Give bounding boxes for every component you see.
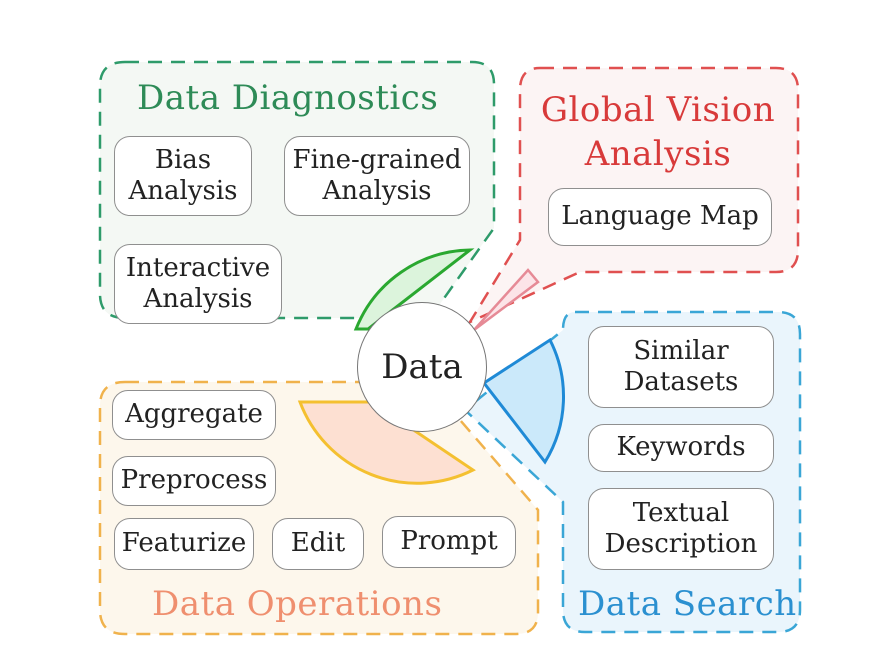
global-vision-analysis-title: Global Vision Analysis <box>540 90 776 175</box>
vision-wedge <box>473 268 540 331</box>
fine-grained-analysis-box[interactable]: Fine-grained Analysis <box>284 136 470 216</box>
operations-wedge <box>297 400 476 485</box>
keywords-box[interactable]: Keywords <box>588 424 774 472</box>
interactive-analysis-box[interactable]: Interactive Analysis <box>114 244 282 324</box>
data-search-title: Data Search <box>578 584 797 624</box>
featurize-box[interactable]: Featurize <box>114 518 254 570</box>
data-hub[interactable]: Data <box>357 302 487 432</box>
data-operations-title: Data Operations <box>152 584 443 624</box>
diagnostics-wedge <box>353 248 475 331</box>
textual-description-box[interactable]: Textual Description <box>588 488 774 570</box>
aggregate-box[interactable]: Aggregate <box>112 390 276 440</box>
bias-analysis-box[interactable]: Bias Analysis <box>114 136 252 216</box>
search-wedge <box>481 337 565 465</box>
edit-box[interactable]: Edit <box>272 518 364 570</box>
preprocess-box[interactable]: Preprocess <box>112 456 276 506</box>
data-diagnostics-title: Data Diagnostics <box>137 78 439 118</box>
language-map-box[interactable]: Language Map <box>548 188 772 246</box>
similar-datasets-box[interactable]: Similar Datasets <box>588 326 774 408</box>
prompt-box[interactable]: Prompt <box>382 516 516 568</box>
